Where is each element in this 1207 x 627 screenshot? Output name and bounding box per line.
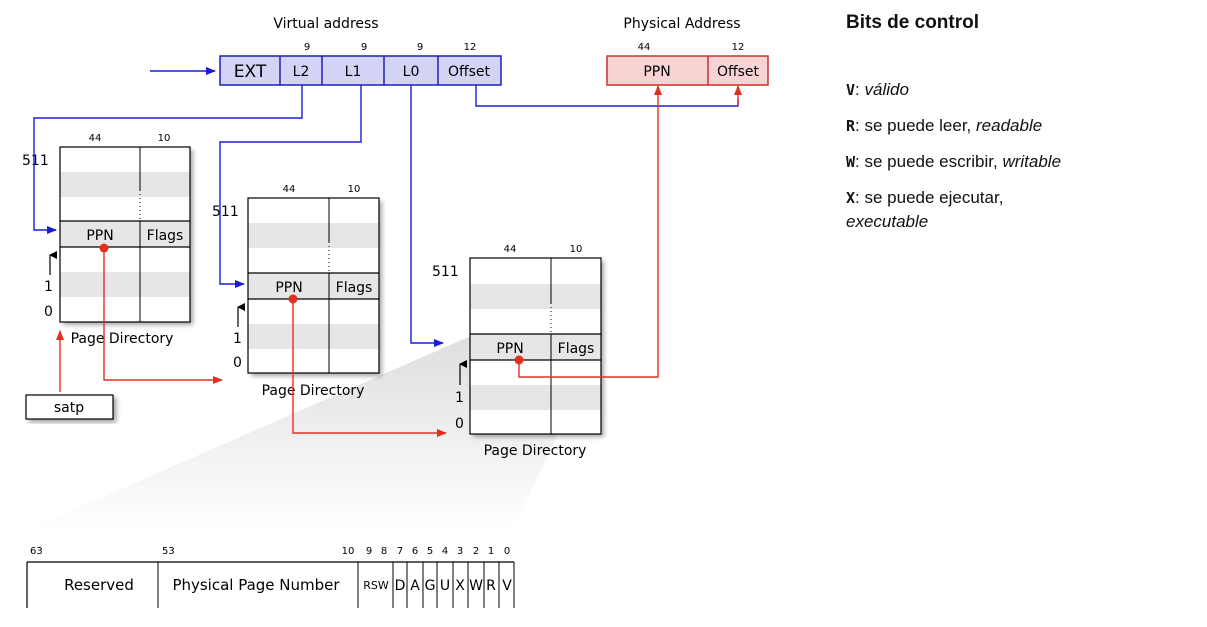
pa-bits-ppn: 44 bbox=[638, 42, 651, 53]
pt2-row-zero: 0 bbox=[233, 355, 242, 371]
va-field-ext: EXT bbox=[234, 62, 267, 82]
va-field-l1: L1 bbox=[345, 64, 362, 80]
legend-item-x: X: se puede ejecutar, executable bbox=[846, 186, 1066, 233]
pt2-caption: Page Directory bbox=[262, 383, 365, 399]
pt3-entry-flags: Flags bbox=[558, 341, 595, 357]
legend-item-w: W: se puede escribir, writable bbox=[846, 150, 1176, 174]
page-table-1: 44 10 511 PPN Flags 1 0 Page Directory bbox=[22, 133, 191, 347]
pte-bit-10: 10 bbox=[342, 546, 355, 557]
legend-italic-v: válido bbox=[864, 80, 909, 99]
legend-code-w: W bbox=[846, 153, 856, 171]
pt1-row-one: 1 bbox=[44, 279, 53, 295]
pte-bit-3: 3 bbox=[457, 546, 463, 557]
pte-bit-8: 8 bbox=[381, 546, 387, 557]
pt1-flags-width: 10 bbox=[158, 133, 171, 144]
pte-field-rsw: RSW bbox=[363, 579, 389, 592]
pte-field-a: A bbox=[410, 578, 420, 594]
va-bits-l0: 9 bbox=[417, 42, 423, 53]
legend-item-r: R: se puede leer, readable bbox=[846, 114, 1176, 138]
legend-text-x: : se puede ejecutar, bbox=[855, 188, 1004, 207]
pte-field-g: G bbox=[425, 578, 436, 594]
pte-bit-53: 53 bbox=[162, 546, 175, 557]
satp-label: satp bbox=[54, 400, 84, 416]
legend-code-r: R bbox=[846, 117, 856, 135]
legend-text-v: : bbox=[855, 80, 865, 99]
legend-text-r: : se puede leer, bbox=[855, 116, 977, 135]
ppn-arrows bbox=[56, 85, 742, 437]
page-table-2: 44 10 511 PPN Flags 1 0 Page Directory bbox=[212, 184, 380, 399]
va-bits-l1: 9 bbox=[361, 42, 367, 53]
legend-item-v: V: válido bbox=[846, 78, 1176, 102]
pte-bit-9: 9 bbox=[366, 546, 372, 557]
pt1-top-index: 511 bbox=[22, 153, 49, 169]
satp-register: satp bbox=[25, 394, 114, 420]
pte-field-d: D bbox=[395, 578, 406, 594]
pa-field-ppn: PPN bbox=[643, 64, 670, 80]
pt3-caption: Page Directory bbox=[484, 443, 587, 459]
page-table-3: 44 10 511 PPN Flags 1 0 Page Directory bbox=[432, 244, 602, 459]
pt2-row-one: 1 bbox=[233, 331, 242, 347]
pte-bit-2: 2 bbox=[473, 546, 479, 557]
pt3-row-one: 1 bbox=[455, 390, 464, 406]
pt3-row-zero: 0 bbox=[455, 416, 464, 432]
legend-italic-r: readable bbox=[976, 116, 1043, 135]
legend-code-v: V bbox=[846, 81, 856, 99]
pt3-ppn-dot bbox=[514, 355, 524, 365]
pt3-entry-ppn: PPN bbox=[496, 341, 523, 357]
index-arrows bbox=[33, 67, 739, 347]
pte-bit-0: 0 bbox=[504, 546, 510, 557]
va-bits-offset: 12 bbox=[464, 42, 477, 53]
page-table-diagram: Virtual address EXT L2 L1 L0 Offset 9 9 … bbox=[22, 16, 769, 612]
pt1-row-zero: 0 bbox=[44, 304, 53, 320]
pt3-flags-width: 10 bbox=[570, 244, 583, 255]
pt2-entry-ppn: PPN bbox=[275, 280, 302, 296]
va-field-l0: L0 bbox=[403, 64, 420, 80]
pte-field-x: X bbox=[455, 578, 465, 594]
pt2-flags-width: 10 bbox=[348, 184, 361, 195]
legend-title: Bits de control bbox=[846, 12, 980, 33]
pte-field-ppn: Physical Page Number bbox=[172, 576, 340, 594]
pte-bit-5: 5 bbox=[427, 546, 433, 557]
pt1-ppn-width: 44 bbox=[89, 133, 102, 144]
pte-field-r: R bbox=[486, 578, 496, 594]
pte-field-u: U bbox=[440, 578, 450, 594]
pte-field-reserved: Reserved bbox=[64, 576, 134, 594]
virtual-address: Virtual address EXT L2 L1 L0 Offset 9 9 … bbox=[219, 16, 502, 86]
pt3-top-index: 511 bbox=[432, 264, 459, 280]
legend-italic-x: executable bbox=[846, 212, 929, 231]
virtual-address-title: Virtual address bbox=[273, 16, 378, 32]
pt1-caption: Page Directory bbox=[71, 331, 174, 347]
legend-code-x: X bbox=[846, 189, 856, 207]
pt2-top-index: 511 bbox=[212, 204, 239, 220]
pt1-ppn-dot bbox=[99, 243, 109, 253]
pte-bit-6: 6 bbox=[412, 546, 418, 557]
va-bits-l2: 9 bbox=[304, 42, 310, 53]
pt2-ppn-dot bbox=[288, 294, 298, 304]
pte-bit-7: 7 bbox=[397, 546, 403, 557]
legend-italic-w: writable bbox=[1002, 152, 1062, 171]
pte-field-v: V bbox=[502, 578, 512, 594]
pte-bit-4: 4 bbox=[442, 546, 448, 557]
physical-address-title: Physical Address bbox=[623, 16, 740, 32]
pte-bit-63: 63 bbox=[30, 546, 43, 557]
pt1-entry-flags: Flags bbox=[147, 228, 184, 244]
pt2-ppn-width: 44 bbox=[283, 184, 296, 195]
pa-bits-offset: 12 bbox=[732, 42, 745, 53]
physical-address: Physical Address PPN Offset 44 12 bbox=[606, 16, 769, 86]
pte-field-w: W bbox=[469, 578, 483, 594]
legend-text-w: : se puede escribir, bbox=[855, 152, 1003, 171]
va-field-offset: Offset bbox=[448, 64, 491, 80]
pt1-entry-ppn: PPN bbox=[86, 228, 113, 244]
va-field-l2: L2 bbox=[293, 64, 310, 80]
pt3-ppn-width: 44 bbox=[504, 244, 517, 255]
pa-field-offset: Offset bbox=[717, 64, 760, 80]
pte-bit-1: 1 bbox=[488, 546, 494, 557]
pte-format: 63 53 10 9 8 7 6 5 4 3 2 1 0 Reserved Ph… bbox=[26, 546, 515, 612]
control-bits-legend: Bits de control V: válido R: se puede le… bbox=[846, 12, 1176, 245]
pt2-entry-flags: Flags bbox=[336, 280, 373, 296]
